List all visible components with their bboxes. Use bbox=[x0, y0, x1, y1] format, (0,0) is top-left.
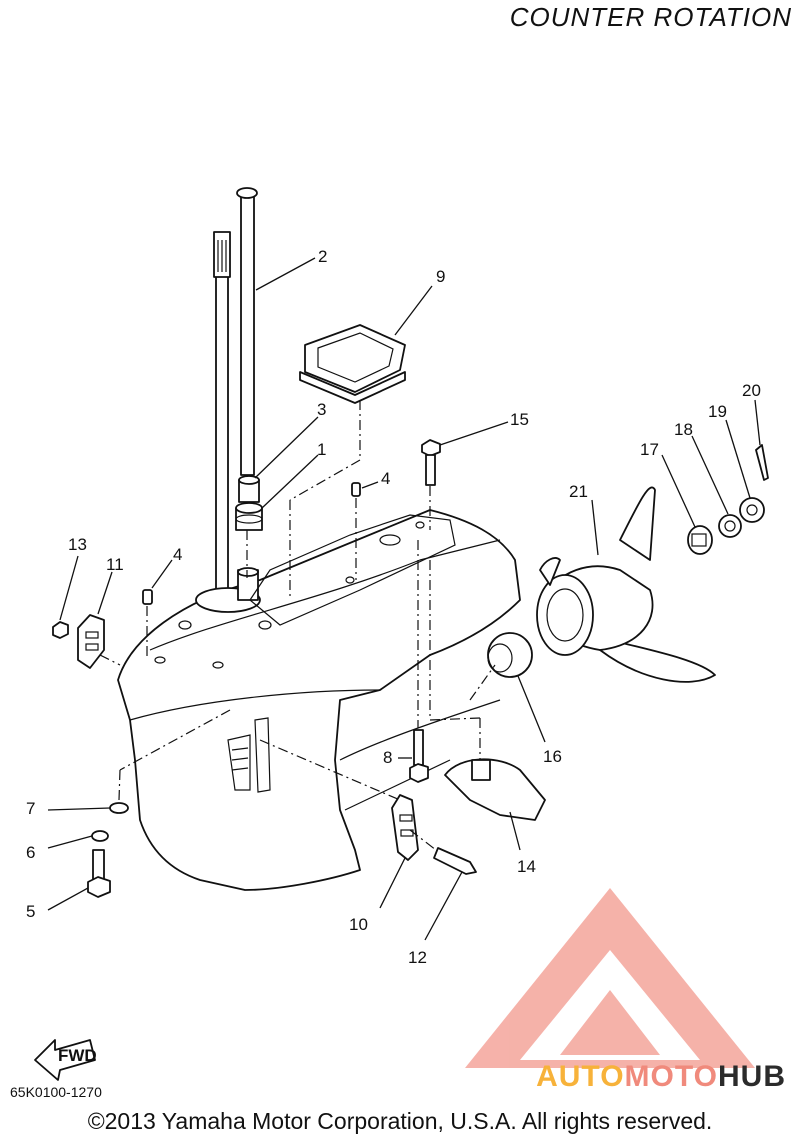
grommet bbox=[487, 632, 533, 678]
callout-21: 21 bbox=[569, 482, 588, 501]
spacer bbox=[687, 525, 713, 555]
assembly-lines bbox=[99, 400, 496, 851]
diagram-code: 65K0100-1270 bbox=[10, 1084, 102, 1100]
callout-4-right: 4 bbox=[381, 469, 390, 488]
screw bbox=[433, 847, 477, 875]
callout-16: 16 bbox=[543, 747, 562, 766]
callout-20: 20 bbox=[742, 381, 761, 400]
callout-19: 19 bbox=[708, 402, 727, 421]
bolt bbox=[87, 849, 111, 898]
watermark-logo-icon bbox=[465, 888, 755, 1068]
bolt bbox=[421, 439, 441, 486]
shift-rod bbox=[236, 187, 258, 476]
dowel-pin bbox=[351, 482, 361, 497]
cotter-pin bbox=[755, 444, 769, 481]
dowel-pin bbox=[142, 589, 153, 605]
nut bbox=[52, 621, 69, 639]
callout-10: 10 bbox=[349, 915, 368, 934]
oil-seal bbox=[235, 502, 263, 531]
callout-5: 5 bbox=[26, 902, 35, 921]
leader-lines bbox=[47, 257, 761, 941]
fwd-label: FWD bbox=[58, 1046, 97, 1065]
lower-case bbox=[117, 509, 521, 891]
bushing bbox=[238, 475, 260, 503]
trim-tab bbox=[444, 758, 546, 821]
forward-arrow-icon: FWD bbox=[34, 1039, 97, 1081]
copyright-notice: ©2013 Yamaha Motor Corporation, U.S.A. A… bbox=[87, 1108, 713, 1134]
diagram-title: COUNTER ROTATION bbox=[509, 2, 792, 32]
callout-12: 12 bbox=[408, 948, 427, 967]
callout-15: 15 bbox=[510, 410, 529, 429]
callout-7: 7 bbox=[26, 799, 35, 818]
callout-1: 1 bbox=[317, 440, 326, 459]
washer bbox=[109, 802, 129, 814]
anode bbox=[391, 794, 419, 861]
callout-labels: 2 9 3 1 4 4 13 11 15 8 16 14 10 12 5 6 7… bbox=[26, 247, 761, 967]
lock-washer bbox=[91, 830, 109, 842]
callout-3: 3 bbox=[317, 400, 326, 419]
drive-shaft bbox=[213, 231, 231, 596]
callout-6: 6 bbox=[26, 843, 35, 862]
watermark-brand-text: AUTOMOTOHUB bbox=[536, 1060, 786, 1093]
propeller-nut bbox=[739, 497, 765, 523]
callout-18: 18 bbox=[674, 420, 693, 439]
propeller bbox=[536, 486, 716, 683]
washer bbox=[718, 514, 742, 538]
callout-2: 2 bbox=[318, 247, 327, 266]
callout-11: 11 bbox=[106, 555, 124, 574]
callout-17: 17 bbox=[640, 440, 659, 459]
callout-13: 13 bbox=[68, 535, 87, 554]
callout-8: 8 bbox=[383, 748, 392, 767]
bolt bbox=[409, 729, 429, 783]
anode bbox=[77, 614, 105, 669]
callout-9: 9 bbox=[436, 267, 445, 286]
gasket bbox=[299, 324, 406, 404]
callout-4-left: 4 bbox=[173, 545, 182, 564]
callout-14: 14 bbox=[517, 857, 536, 876]
